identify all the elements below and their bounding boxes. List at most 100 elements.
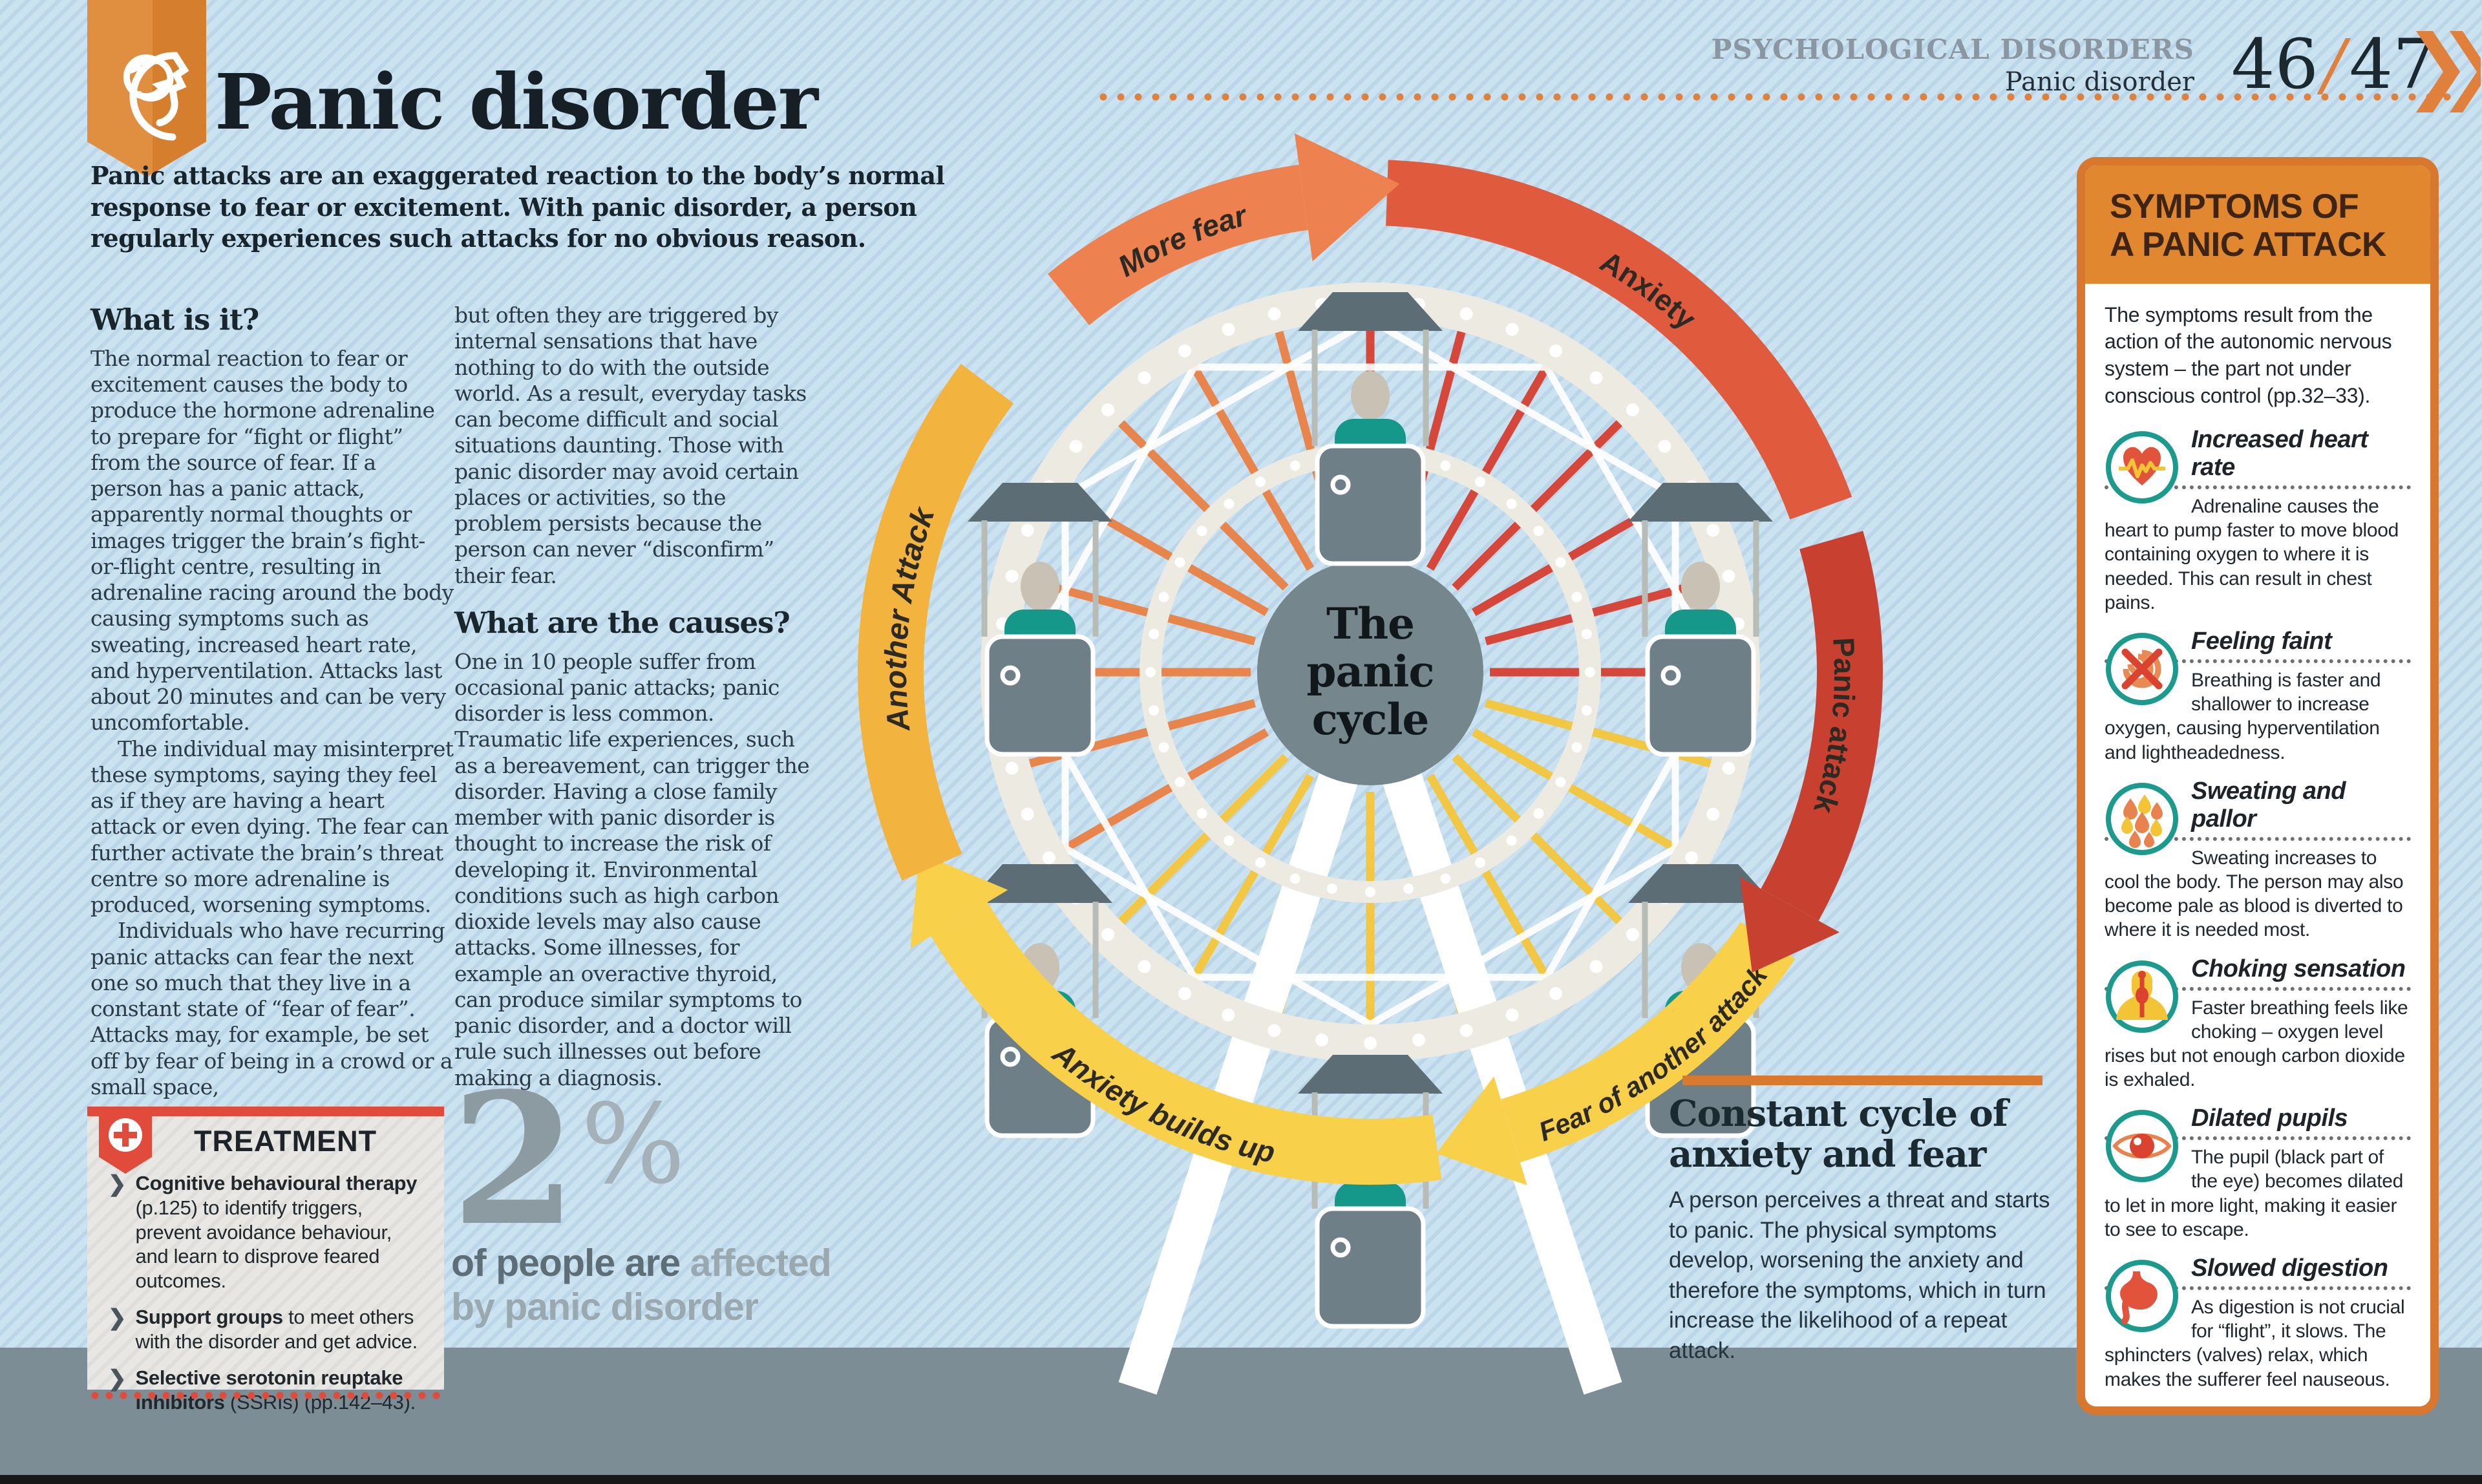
sidebar-title-line2: A PANIC ATTACK: [2110, 226, 2386, 264]
throat-icon: [2105, 959, 2180, 1034]
symptom-description: As digestion is not crucial for “flight”…: [2105, 1297, 2405, 1390]
cycle-label-panic-attack: Panic attack: [1807, 637, 1862, 818]
gondola-cabin: [1315, 443, 1426, 566]
ring-dot: [1268, 307, 1281, 321]
ring-dot: [1315, 297, 1329, 311]
symptom-title: Sweating and pallor: [2191, 777, 2346, 832]
ring-dot: [1178, 344, 1191, 357]
treatment-item: ❯ Cognitive behavioural therapy (p.125) t…: [108, 1171, 426, 1293]
ring-dot: [1585, 667, 1595, 677]
dotted-rule: [2105, 1286, 2411, 1291]
cycle-label-another-attack: Another Attack: [879, 502, 942, 734]
passenger-body: [1664, 610, 1736, 674]
ring-dot: [1459, 1024, 1473, 1037]
treatment-item-text: Cognitive behavioural therapy (p.125) to…: [135, 1172, 418, 1293]
wheel-spoke: [1397, 328, 1467, 558]
wheel-support-leg: [1351, 675, 1622, 1395]
cycle-arrowhead-anxiety-builds-up: [910, 853, 1008, 949]
passenger-head: [1351, 1134, 1390, 1183]
dotted-rule-top: [1099, 92, 2469, 101]
sidebar-header: SYMPTOMS OF A PANIC ATTACK: [2085, 165, 2430, 284]
dotted-rule: [2105, 986, 2411, 991]
ring-dot: [1440, 873, 1451, 884]
ring-dot: [1549, 344, 1562, 357]
chevron-bullet-icon: ❯: [108, 1172, 127, 1196]
body-paragraph: but often they are triggered by internal…: [454, 302, 807, 588]
wheel-spoke: [1471, 728, 1679, 853]
ring-dot: [1005, 569, 1019, 583]
page-numbers: 46/47: [2231, 25, 2437, 104]
ring-dot: [1722, 569, 1735, 583]
chapter-pennant: [87, 0, 206, 177]
wheel-spoke: [1426, 363, 1551, 571]
treatment-title: TREATMENT: [194, 1125, 377, 1158]
ring-dot: [1174, 557, 1185, 567]
cycle-label-more-fear: More fear: [1112, 198, 1251, 283]
ring-dot: [1268, 1024, 1281, 1037]
wheel-spoke: [1426, 773, 1551, 981]
page-number-left: 46: [2231, 25, 2318, 104]
passenger-head: [1681, 562, 1720, 611]
statistic-value: 2: [451, 1054, 577, 1266]
intro-paragraph: Panic attacks are an exaggerated reactio…: [90, 161, 945, 253]
ring-dot: [1365, 447, 1375, 458]
wheel-hub: [1257, 559, 1483, 785]
mouth-icon: [2105, 1408, 2180, 1415]
ring-dot: [1475, 857, 1485, 868]
symptom-title: Dry mouth: [2105, 1404, 2411, 1406]
ring-dot: [1158, 742, 1169, 753]
sidebar-body: The symptoms result from the action of t…: [2085, 284, 2430, 1415]
treatment-item-text: Support groups to meet others with the d…: [135, 1306, 418, 1353]
page-title: Panic disorder: [215, 57, 818, 147]
cycle-arc-anxiety-builds-up: [931, 902, 1442, 1185]
page-bottom-bar: [0, 1475, 2482, 1484]
ring-dot: [1145, 667, 1156, 677]
ring-dot: [1685, 480, 1699, 493]
ring-dot: [995, 617, 1009, 631]
wheel-spoke: [1397, 787, 1467, 1016]
breadcrumb-category: PSYCHOLOGICAL DISORDERS: [1711, 34, 2194, 65]
body-paragraph: One in 10 people suffer from occasional …: [454, 648, 810, 1090]
column-causes: but often they are triggered by internal…: [454, 302, 818, 1091]
body-paragraph: Individuals who have recurring panic att…: [90, 918, 453, 1099]
ring-dot: [1459, 307, 1473, 321]
ring-dot: [1255, 476, 1266, 487]
ring-dot: [1138, 960, 1151, 973]
gondola-cabin: [984, 634, 1096, 757]
wheel-spoke: [1189, 773, 1315, 981]
cycle-caption-body: A person perceives a threat and starts t…: [1669, 1187, 2050, 1363]
ring-dot: [1626, 403, 1639, 417]
ring-dot: [1506, 835, 1517, 846]
wheel-spoke: [1274, 328, 1344, 558]
treatment-list: ❯ Cognitive behavioural therapy (p.125) t…: [108, 1171, 426, 1426]
ring-dot: [1732, 617, 1745, 631]
ring-dot: [1196, 808, 1207, 819]
caption-light: affected: [690, 1242, 832, 1284]
dotted-rule: [2105, 836, 2411, 841]
cycle-label-anxiety: Anxiety: [1595, 244, 1703, 335]
ring-dot: [1658, 440, 1671, 453]
ring-dot: [1069, 891, 1083, 905]
wheel-spoke: [1061, 728, 1269, 853]
ring-dot: [1533, 808, 1544, 819]
ring-dot: [1005, 761, 1019, 775]
ring-dot: [1412, 1034, 1425, 1047]
cycle-label-anxiety-builds-up: Anxiety builds up: [1046, 1035, 1278, 1169]
ring-dot: [1626, 928, 1639, 941]
ring-dot: [1555, 557, 1566, 567]
wheel-spoke: [1189, 363, 1315, 571]
cycle-arc-anxiety: [1386, 160, 1852, 520]
gondola-cabin: [984, 1015, 1096, 1138]
cycle-arc-panic-attack: [1761, 531, 1883, 921]
sidebar-title-line1: SYMPTOMS OF: [2110, 187, 2359, 226]
statistic-percent-sign: %: [580, 1081, 686, 1209]
ring-dot: [1581, 628, 1592, 639]
ring-dot: [1589, 371, 1603, 385]
ring-dot: [1506, 498, 1517, 509]
ring-dot: [1658, 891, 1671, 905]
